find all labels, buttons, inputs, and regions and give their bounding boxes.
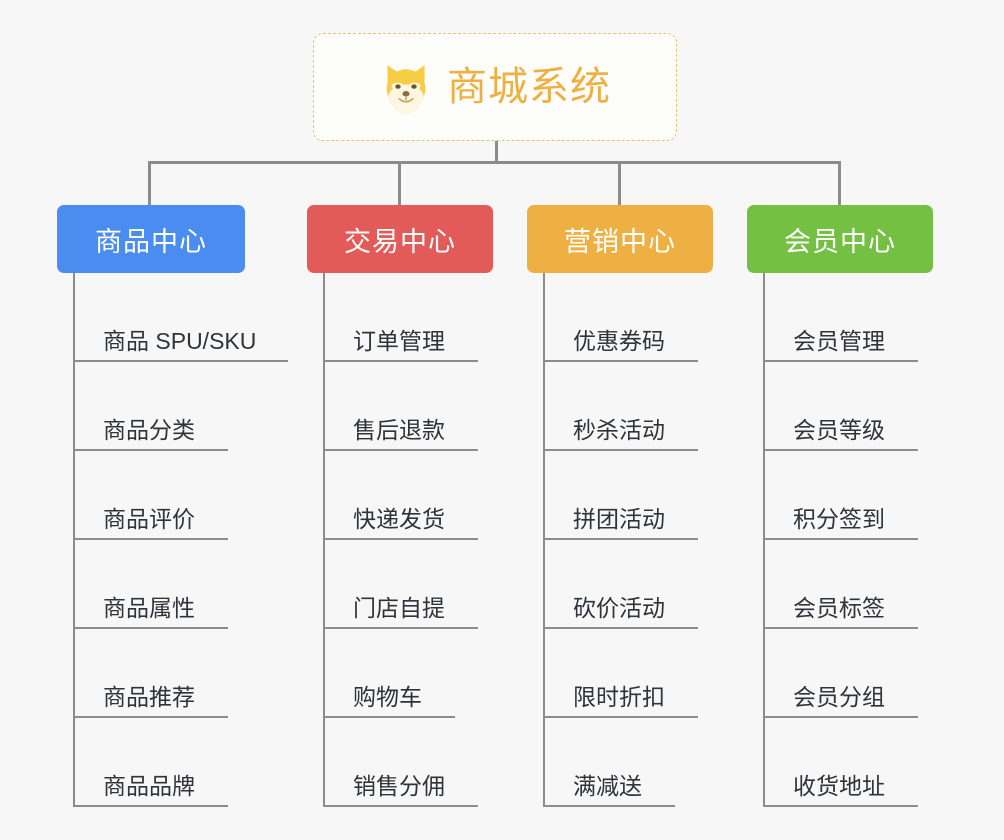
leaf-item-label: 商品分类 bbox=[103, 417, 195, 443]
leaf-item-label: 会员管理 bbox=[793, 328, 885, 354]
branch-spine-marketing-center bbox=[543, 273, 545, 807]
category-label: 商品中心 bbox=[95, 226, 207, 257]
leaf-item[interactable]: 秒杀活动 bbox=[543, 362, 698, 451]
category-label: 会员中心 bbox=[784, 226, 896, 257]
root-title: 商城系统 bbox=[447, 65, 611, 109]
leaf-item-label: 商品评价 bbox=[103, 506, 195, 532]
leaf-item[interactable]: 积分签到 bbox=[763, 451, 918, 540]
leaf-item-label: 购物车 bbox=[353, 684, 422, 710]
leaf-item[interactable]: 订单管理 bbox=[323, 273, 478, 362]
leaf-item[interactable]: 会员等级 bbox=[763, 362, 918, 451]
leaf-item-label: 售后退款 bbox=[353, 417, 445, 443]
leaf-item[interactable]: 购物车 bbox=[323, 629, 455, 718]
leaf-item-label: 收货地址 bbox=[793, 773, 885, 799]
leaf-item-label: 积分签到 bbox=[793, 506, 885, 532]
leaf-item[interactable]: 门店自提 bbox=[323, 540, 478, 629]
category-box-marketing-center[interactable]: 营销中心 bbox=[527, 205, 713, 273]
leaf-item[interactable]: 商品推荐 bbox=[73, 629, 228, 718]
leaf-item[interactable]: 会员管理 bbox=[763, 273, 918, 362]
branch-spine-member-center bbox=[763, 273, 765, 807]
leaf-item-label: 满减送 bbox=[573, 773, 642, 799]
leaf-item-label: 商品属性 bbox=[103, 595, 195, 621]
leaf-item[interactable]: 商品 SPU/SKU bbox=[73, 273, 288, 362]
leaf-item[interactable]: 商品评价 bbox=[73, 451, 228, 540]
leaf-item[interactable]: 拼团活动 bbox=[543, 451, 698, 540]
leaf-item[interactable]: 销售分佣 bbox=[323, 718, 478, 807]
leaf-item-label: 限时折扣 bbox=[573, 684, 665, 710]
leaf-item-label: 拼团活动 bbox=[573, 506, 665, 532]
connector-drop-product-center bbox=[148, 161, 151, 205]
category-label: 交易中心 bbox=[344, 226, 456, 257]
leaf-item-label: 商品推荐 bbox=[103, 684, 195, 710]
leaf-item[interactable]: 商品属性 bbox=[73, 540, 228, 629]
leaf-item-label: 快递发货 bbox=[353, 506, 445, 532]
branch-spine-product-center bbox=[73, 273, 75, 807]
leaf-item[interactable]: 砍价活动 bbox=[543, 540, 698, 629]
shiba-dog-face-icon bbox=[386, 65, 426, 114]
leaf-item[interactable]: 商品品牌 bbox=[73, 718, 228, 807]
leaf-item[interactable]: 商品分类 bbox=[73, 362, 228, 451]
leaf-item[interactable]: 会员标签 bbox=[763, 540, 918, 629]
leaf-item[interactable]: 收货地址 bbox=[763, 718, 918, 807]
category-label: 营销中心 bbox=[564, 226, 676, 257]
category-box-trade-center[interactable]: 交易中心 bbox=[307, 205, 493, 273]
category-box-member-center[interactable]: 会员中心 bbox=[747, 205, 933, 273]
leaf-item[interactable]: 优惠券码 bbox=[543, 273, 698, 362]
connector-drop-member-center bbox=[838, 161, 841, 205]
leaf-item-label: 订单管理 bbox=[353, 328, 445, 354]
leaf-item-label: 门店自提 bbox=[353, 595, 445, 621]
category-box-product-center[interactable]: 商品中心 bbox=[57, 205, 245, 273]
connector-horizontal-bus bbox=[149, 161, 841, 164]
root-node-shop-system[interactable]: 商城系统 bbox=[313, 33, 677, 141]
connector-drop-marketing-center bbox=[618, 161, 621, 205]
leaf-item[interactable]: 售后退款 bbox=[323, 362, 478, 451]
connector-root-vertical bbox=[495, 141, 498, 163]
leaf-item[interactable]: 满减送 bbox=[543, 718, 675, 807]
leaf-item[interactable]: 限时折扣 bbox=[543, 629, 698, 718]
leaf-item-label: 优惠券码 bbox=[573, 328, 665, 354]
leaf-item[interactable]: 会员分组 bbox=[763, 629, 918, 718]
leaf-item-label: 商品 SPU/SKU bbox=[103, 328, 257, 354]
leaf-item[interactable]: 快递发货 bbox=[323, 451, 478, 540]
branch-spine-trade-center bbox=[323, 273, 325, 807]
leaf-item-label: 秒杀活动 bbox=[573, 417, 665, 443]
leaf-item-label: 销售分佣 bbox=[353, 773, 445, 799]
leaf-item-label: 商品品牌 bbox=[103, 773, 195, 799]
leaf-item-label: 会员分组 bbox=[793, 684, 885, 710]
leaf-item-label: 会员等级 bbox=[793, 417, 885, 443]
leaf-item-label: 会员标签 bbox=[793, 595, 885, 621]
leaf-item-label: 砍价活动 bbox=[573, 595, 665, 621]
connector-drop-trade-center bbox=[398, 161, 401, 205]
